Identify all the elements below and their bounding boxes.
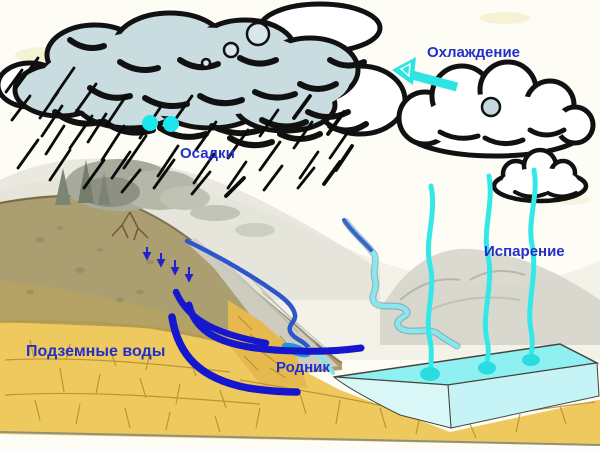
rain-droplet-icon	[142, 115, 158, 131]
spring-label: Родник	[276, 359, 330, 376]
cloud-droplet-icon	[480, 96, 502, 118]
evaporation-label: Испарение	[484, 243, 565, 260]
trees	[55, 159, 275, 237]
conifer-tree-icon	[98, 172, 110, 205]
evaporation-stream-icon	[482, 173, 493, 367]
stone-base	[0, 300, 600, 446]
rain-droplet-icon	[163, 116, 179, 132]
runoff-stream	[184, 238, 311, 350]
groundwater-arc-icon	[172, 288, 270, 347]
cooling-arrow-icon	[392, 57, 459, 92]
evaporation-streams	[420, 167, 540, 381]
rain	[4, 56, 354, 198]
conifer-tree-icon	[78, 160, 94, 203]
groundwater-label: Подземные воды	[26, 343, 166, 360]
stone-cracks	[4, 315, 596, 439]
infiltration-arrows	[142, 247, 194, 283]
conifer-tree-icon	[55, 168, 71, 205]
river	[342, 218, 461, 350]
groundwater-arcs	[168, 288, 365, 396]
groundwater-arc-icon	[168, 313, 301, 396]
precipitation-label: Осадки	[180, 145, 235, 162]
lake-front-face	[332, 376, 452, 429]
cooling-label: Охлаждение	[427, 44, 521, 61]
right-clouds	[396, 59, 596, 204]
evaporation-stream-icon	[425, 183, 436, 373]
evaporation-stream-icon	[527, 167, 538, 359]
groundwater-arc-icon	[185, 301, 365, 355]
storm-clouds	[0, 1, 408, 149]
tree-roots	[111, 211, 149, 241]
